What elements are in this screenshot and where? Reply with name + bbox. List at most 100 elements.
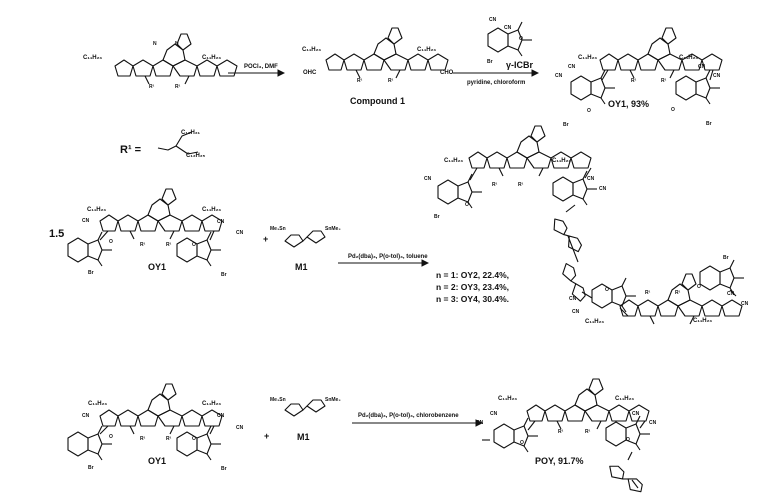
atom-cn: CN <box>489 17 497 23</box>
plus-sign: + <box>264 431 270 441</box>
plus-sign: + <box>263 234 269 244</box>
reagent-icbr: γ-ICBr <box>506 60 534 70</box>
atom-r1: R¹ <box>388 78 394 84</box>
atom-r1: R¹ <box>166 242 172 248</box>
substituent-c11h23: C₁₁H₂₃ <box>693 318 713 324</box>
r1-chain-top: C₁₀H₂₁ <box>181 130 200 136</box>
atom-o: O <box>605 287 609 293</box>
atom-cn: CN <box>632 411 640 417</box>
atom-cn: CN <box>236 230 244 236</box>
atom-cn: CN <box>698 64 706 70</box>
oy1-product-label: OY1, 93% <box>608 99 650 109</box>
atom-cn: CN <box>217 219 225 225</box>
atom-cn: CN <box>424 176 432 182</box>
atom-cn: CN <box>490 411 498 417</box>
substituent-c11h23: C₁₁H₂₃ <box>585 319 605 325</box>
oy1-label: OY1 <box>148 456 167 466</box>
atom-r1: R¹ <box>631 78 637 84</box>
atom-r1: R¹ <box>558 429 564 435</box>
substituent-c11h23: C₁₁H₂₃ <box>679 55 699 61</box>
atom-cn: CN <box>649 420 657 426</box>
compound-1-label: Compound 1 <box>350 96 405 106</box>
substituent-c11h23: C₁₁H₂₃ <box>417 47 437 53</box>
atom-n: N <box>175 41 179 47</box>
substituent-c11h23: C₁₁H₂₃ <box>202 207 222 213</box>
sn-left: Me₃Sn <box>270 226 286 232</box>
atom-o: O <box>465 202 469 208</box>
atom-br: Br <box>706 121 712 127</box>
atom-cn: CN <box>82 413 90 419</box>
atom-cn: CN <box>555 73 563 79</box>
substituent-c11h23: C₁₁H₂₃ <box>87 207 107 213</box>
atom-cn: CN <box>236 425 244 431</box>
substituent-c11h23: C₁₁H₂₃ <box>552 158 572 164</box>
atom-cn: CN <box>727 291 735 297</box>
atom-cn: CN <box>504 25 512 31</box>
atom-cn: CN <box>217 413 225 419</box>
group-cho: CHO <box>440 70 454 76</box>
m1-label: M1 <box>295 262 308 272</box>
atom-o: O <box>671 107 675 113</box>
reagent-conditions: pyridine, chloroform <box>467 80 526 86</box>
atom-cn: CN <box>599 186 607 192</box>
yield-oy4: n = 3: OY4, 30.4%. <box>436 294 509 304</box>
substituent-c11h23: C₁₁H₂₃ <box>444 158 464 164</box>
atom-r1: R¹ <box>645 290 651 296</box>
group-ohc: OHC <box>303 70 317 76</box>
atom-o: O <box>626 437 630 443</box>
substituent-c11h23: C₁₁H₂₃ <box>302 47 322 53</box>
atom-o: O <box>109 239 113 245</box>
stoichiometry: 1.5 <box>49 228 65 240</box>
atom-r1: R¹ <box>675 290 681 296</box>
atom-r1: R¹ <box>661 78 667 84</box>
atom-r1: R¹ <box>518 182 524 188</box>
atom-cn: CN <box>572 309 580 315</box>
m1-label: M1 <box>297 432 310 442</box>
atom-br: Br <box>88 465 94 471</box>
atom-cn: CN <box>82 218 90 224</box>
atom-o: O <box>519 36 523 42</box>
atom-o: O <box>109 434 113 440</box>
atom-cn: CN <box>568 64 576 70</box>
atom-br: Br <box>221 272 227 278</box>
atom-n: N <box>153 41 157 47</box>
conditions-chlorobenzene: Pd₂(dba)₃, P(o-tol)₃, chlorobenzene <box>358 413 459 419</box>
atom-br: Br <box>434 214 440 220</box>
substituent-c11h23: C₁₁H₂₃ <box>83 55 103 61</box>
atom-o: O <box>192 242 196 248</box>
substituent-c11h23: C₁₁H₂₃ <box>88 401 108 407</box>
yield-oy3: n = 2: OY3, 23.4%, <box>436 282 509 292</box>
reagent-pocl3: POCl₃, DMF <box>244 64 278 70</box>
substituent-c11h23: C₁₁H₂₃ <box>202 55 222 61</box>
atom-r1: R¹ <box>140 436 146 442</box>
substituent-c11h23: C₁₁H₂₃ <box>615 396 635 402</box>
atom-br: Br <box>563 122 569 128</box>
atom-r1: R¹ <box>166 436 172 442</box>
r1-chain-bottom: C₁₂H₂₅ <box>186 153 206 159</box>
atom-cn: CN <box>741 301 749 307</box>
atom-r1: R¹ <box>149 84 155 90</box>
poy-product-label: POY, 91.7% <box>535 456 584 466</box>
sn-right: SnMe₃ <box>325 397 341 403</box>
atom-br: Br <box>723 255 729 261</box>
sn-right: SnMe₃ <box>325 226 341 232</box>
atom-r1: R¹ <box>585 429 591 435</box>
atom-cn: CN <box>713 73 721 79</box>
r1-definition-label: R¹ = <box>120 144 142 156</box>
atom-o: O <box>697 284 701 290</box>
atom-br: Br <box>221 466 227 472</box>
atom-cn: CN <box>476 420 484 426</box>
atom-o: O <box>587 108 591 114</box>
conditions-toluene: Pd₂(dba)₃, P(o-tol)₃, toluene <box>348 254 428 260</box>
atom-br: Br <box>487 59 493 65</box>
atom-o: O <box>520 440 524 446</box>
yield-oy2: n = 1: OY2, 22.4%, <box>436 270 509 280</box>
atom-r1: R¹ <box>492 182 498 188</box>
substituent-c11h23: C₁₁H₂₃ <box>202 401 222 407</box>
yield-list: n = 1: OY2, 22.4%, n = 2: OY3, 23.4%, n … <box>436 269 509 305</box>
substituent-c11h23: C₁₁H₂₃ <box>578 55 598 61</box>
atom-r1: R¹ <box>357 78 363 84</box>
oy1-label: OY1 <box>148 262 167 272</box>
